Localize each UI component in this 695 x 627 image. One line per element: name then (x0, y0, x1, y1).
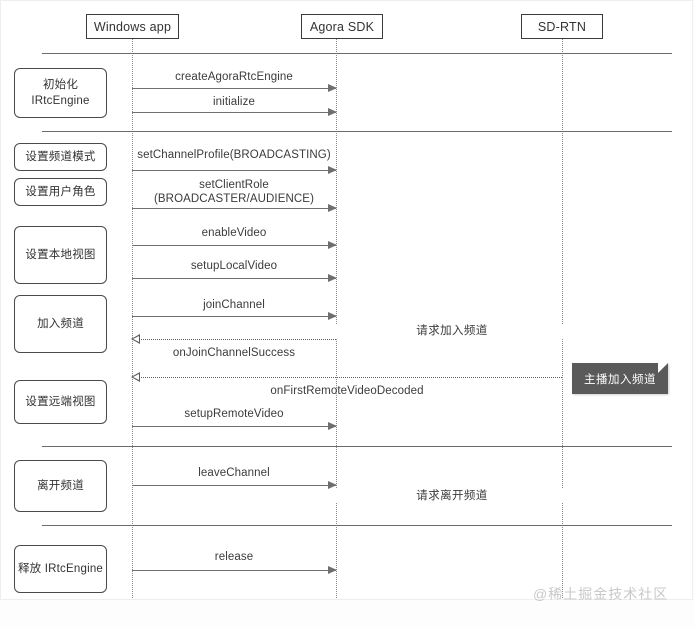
stage-client-role: 设置用户角色 (14, 178, 107, 206)
message-line (132, 88, 336, 89)
message-label-join-channel-call: joinChannel (203, 299, 265, 311)
message-label-setup-local-video: setupLocalVideo (190, 260, 278, 272)
message-line (132, 485, 336, 486)
arrowhead-right-icon (328, 565, 337, 574)
stage-init-engine: 初始化 IRtcEngine (14, 68, 107, 118)
message-label-leave-channel-call: leaveChannel (198, 467, 270, 479)
note-label: 主播加入频道 (584, 373, 656, 386)
arrowhead-right-icon (328, 421, 337, 430)
stage-join-channel: 加入频道 (14, 295, 107, 353)
arrowhead-left-open-icon (131, 334, 140, 344)
message-line (132, 316, 336, 317)
message-label-request-leave: 请求离开频道 (336, 489, 568, 503)
arrowhead-right-icon (328, 203, 337, 212)
stage-remote-view: 设置远端视图 (14, 380, 107, 424)
message-line (132, 426, 336, 427)
message-label-initialize: initialize (213, 96, 255, 108)
arrowhead-right-icon (328, 165, 337, 174)
message-line (132, 112, 336, 113)
message-label-request-join: 请求加入频道 (336, 324, 568, 338)
message-label-on-join-success: onJoinChannelSuccess (172, 347, 296, 359)
message-line (132, 377, 562, 378)
note-host-joins-channel: 主播加入频道 (572, 363, 668, 394)
message-label-enable-video: enableVideo (201, 227, 267, 239)
message-line (132, 278, 336, 279)
message-line (132, 245, 336, 246)
message-label-set-client-role: setClientRole (BROADCASTER/AUDIENCE) (153, 179, 315, 205)
arrowhead-right-icon (328, 107, 337, 116)
participant-app: Windows app (86, 14, 179, 39)
message-label-set-channel-profile: setChannelProfile(BROADCASTING) (137, 149, 331, 161)
stage-release-engine: 释放 IRtcEngine (14, 545, 107, 593)
participant-sdk: Agora SDK (301, 14, 383, 39)
section-separator-1 (42, 53, 672, 54)
section-separator-4 (42, 525, 672, 526)
arrowhead-right-icon (328, 83, 337, 92)
message-label-create-engine: createAgoraRtcEngine (175, 71, 293, 83)
message-line (132, 570, 336, 571)
arrowhead-right-icon (328, 273, 337, 282)
section-separator-2 (42, 131, 672, 132)
participant-rtn: SD-RTN (521, 14, 603, 39)
section-separator-3 (42, 446, 672, 447)
message-line (132, 170, 336, 171)
arrowhead-right-icon (328, 311, 337, 320)
message-label-release: release (214, 551, 254, 563)
stage-leave-channel: 离开频道 (14, 460, 107, 512)
arrowhead-right-icon (328, 480, 337, 489)
note-fold-corner (658, 363, 668, 373)
message-label-on-first-remote: onFirstRemoteVideoDecoded (270, 385, 424, 397)
watermark: @稀土掘金技术社区 (533, 586, 669, 602)
lifeline-app (132, 39, 133, 598)
message-label-setup-remote-video: setupRemoteVideo (184, 408, 284, 420)
stage-channel-mode: 设置频道模式 (14, 143, 107, 171)
message-line (132, 208, 336, 209)
arrowhead-right-icon (328, 240, 337, 249)
stage-local-view: 设置本地视图 (14, 226, 107, 284)
arrowhead-left-open-icon (131, 372, 140, 382)
lifeline-rtn (562, 39, 563, 598)
message-line (132, 339, 336, 340)
